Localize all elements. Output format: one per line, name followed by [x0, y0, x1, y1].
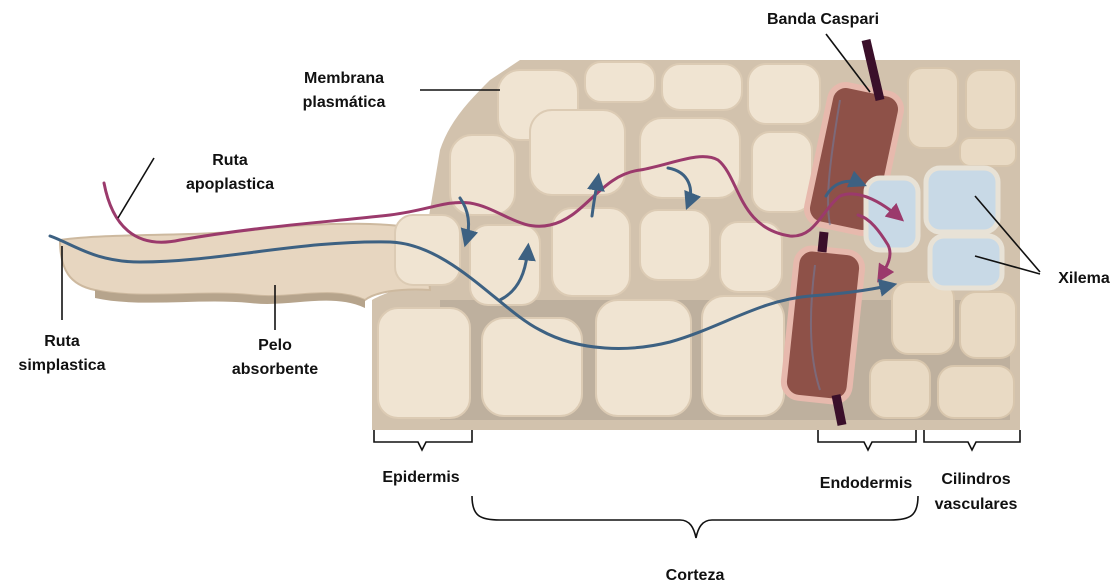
leader-ruta-apoplastica [118, 158, 154, 218]
label-epidermis: Epidermis [382, 469, 459, 486]
cell [748, 64, 820, 124]
label-cilindros-line2: vasculares [935, 496, 1018, 513]
label-xilema: Xilema [1058, 270, 1110, 287]
cell [960, 138, 1016, 166]
brace-corteza [472, 496, 918, 538]
endodermis-cell [782, 247, 863, 403]
cell [378, 308, 470, 418]
label-corteza: Corteza [666, 567, 725, 584]
label-membrana-line2: plasmática [303, 94, 386, 111]
cell [640, 210, 710, 280]
xylem-vessel [926, 168, 998, 232]
cell [960, 292, 1016, 358]
brace-endodermis [818, 430, 916, 450]
cell [892, 282, 954, 354]
cell [908, 68, 958, 148]
label-ruta-simplastica-line2: simplastica [18, 357, 105, 374]
label-ruta-simplastica-line1: Ruta [44, 333, 80, 350]
cell [752, 132, 812, 212]
label-ruta-apoplastica-line1: Ruta [212, 152, 248, 169]
cell [662, 64, 742, 110]
label-pelo-line1: Pelo [258, 337, 292, 354]
casparian-strip [836, 395, 842, 425]
casparian-strip [822, 232, 824, 252]
label-ruta-apoplastica-line2: apoplastica [186, 176, 274, 193]
cell [596, 300, 691, 416]
label-pelo-line2: absorbente [232, 361, 318, 378]
cell [470, 225, 540, 305]
cell [585, 62, 655, 102]
brace-epidermis [374, 430, 472, 450]
cell [938, 366, 1014, 418]
root-hair [60, 224, 430, 300]
label-membrana-line1: Membrana [304, 70, 384, 87]
cell [966, 70, 1016, 130]
cell [482, 318, 582, 416]
label-cilindros-line1: Cilindros [941, 471, 1010, 488]
xylem-vessel [930, 236, 1002, 288]
cortex-cells [378, 62, 820, 418]
label-banda-caspari: Banda Caspari [767, 11, 879, 28]
brace-cilindros [924, 430, 1020, 450]
xylem-vessel [866, 178, 918, 250]
cell [870, 360, 930, 418]
label-endodermis: Endodermis [820, 475, 913, 492]
